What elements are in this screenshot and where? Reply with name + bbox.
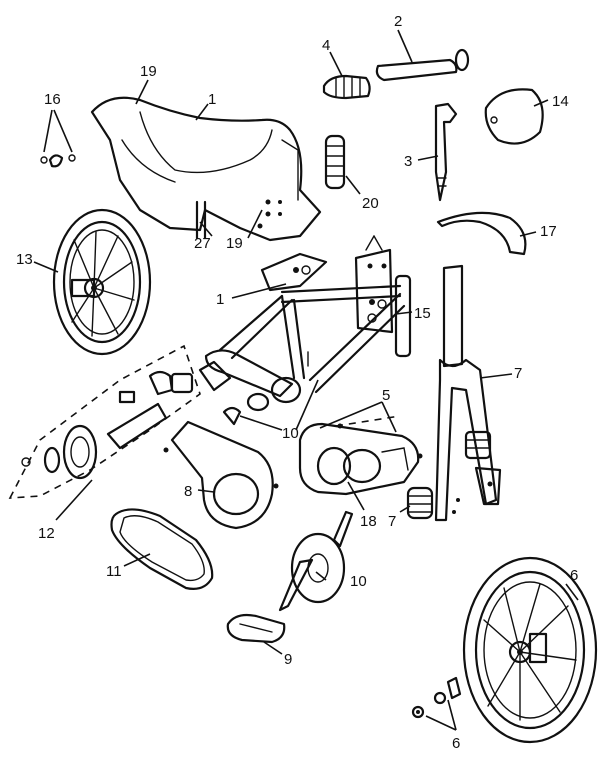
hardware-clip-part — [40, 154, 76, 168]
callout-label: 3 — [404, 153, 412, 170]
chain-guard-part — [298, 415, 423, 496]
spring-part-lower — [406, 486, 434, 520]
handlebar-stem-part — [434, 102, 458, 202]
callout-label: 20 — [362, 195, 379, 212]
headlight-cover-part — [484, 88, 544, 145]
callout-label: 8 — [184, 483, 192, 500]
callout-label: 7 — [514, 365, 522, 382]
callout-label: 1 — [216, 291, 224, 308]
callout-label: 17 — [540, 223, 557, 240]
callout-label: 10 — [350, 573, 367, 590]
callout-label: 6 — [570, 567, 578, 584]
callout-label: 14 — [552, 93, 569, 110]
callout-label: 10 — [282, 425, 299, 442]
callout-label: 19 — [226, 235, 243, 252]
callout-labels: 19 1 16 2 4 14 3 20 17 27 19 13 1 15 7 5… — [16, 13, 578, 752]
callout-label: 9 — [284, 651, 292, 668]
callout-label: 13 — [16, 251, 33, 268]
callout-label: 7 — [388, 513, 396, 530]
callout-label: 2 — [394, 13, 402, 30]
seat-fender-part — [90, 96, 322, 242]
crank-sprocket-part — [278, 510, 354, 612]
callout-label: 11 — [106, 563, 122, 580]
front-fender-part — [436, 211, 527, 256]
callout-label: 16 — [44, 91, 61, 108]
chain-part — [110, 508, 214, 590]
handlebar-grip-part — [322, 48, 470, 100]
rear-wheel-part — [52, 208, 152, 356]
front-wheel-part — [462, 556, 598, 744]
frame-part — [198, 235, 412, 404]
callout-label: 18 — [360, 513, 377, 530]
pedal-part — [226, 613, 286, 644]
spring-part — [324, 134, 346, 190]
callout-label: 1 — [208, 91, 216, 108]
callout-label: 6 — [452, 735, 460, 752]
clamp-part — [222, 392, 270, 426]
callout-label: 27 — [194, 235, 211, 252]
callout-label: 12 — [38, 525, 55, 542]
axle-nut-part — [411, 676, 462, 719]
callout-label: 4 — [322, 37, 330, 54]
callout-label: 19 — [140, 63, 157, 80]
front-fork-part — [434, 264, 502, 522]
crank-cover-part — [163, 420, 279, 530]
callout-label: 5 — [382, 387, 390, 404]
callout-label: 15 — [414, 305, 431, 322]
drive-assembly-part — [8, 344, 201, 499]
leader-lines — [33, 29, 579, 731]
